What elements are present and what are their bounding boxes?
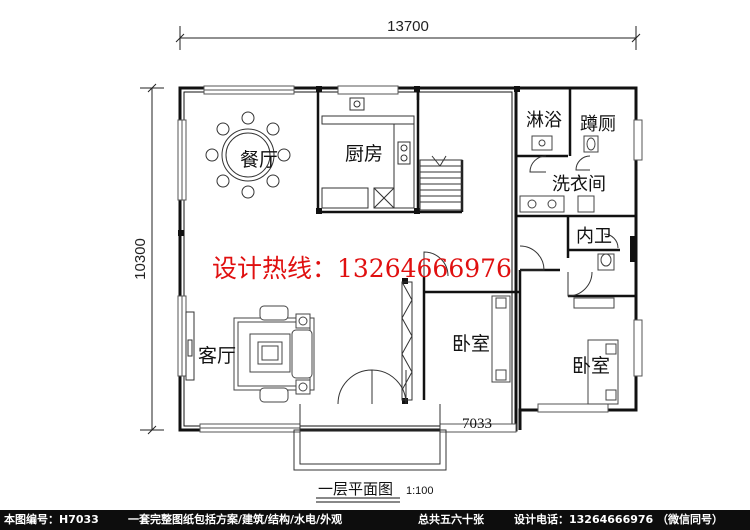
room-label-laundry: 洗衣间 <box>552 174 606 195</box>
tv-cabinet <box>185 311 195 381</box>
bathroom-fixtures <box>519 135 615 309</box>
room-label-inner-bath: 内卫 <box>576 226 612 247</box>
glass-partition <box>401 281 413 401</box>
room-label-bedroom-2: 卧室 <box>572 355 610 377</box>
entrance-porch <box>293 369 447 471</box>
room-label-toilet: 蹲厕 <box>580 114 616 135</box>
plan-title: 一层平面图 <box>318 480 393 498</box>
footer-includes: 一套完整图纸包括方案/建筑/结构/水电/外观 <box>128 513 343 526</box>
footer-plan-number: 本图编号：H7033 <box>4 513 99 526</box>
floor-plan-drawing: 13700 10300 <box>132 18 643 503</box>
height-dimension-label: 10300 <box>132 238 149 280</box>
room-label-dining: 餐厅 <box>240 149 278 171</box>
room-label-kitchen: 厨房 <box>345 143 383 165</box>
plan-title-underline <box>316 497 400 503</box>
width-dimension-label: 13700 <box>387 18 429 35</box>
partition-columns <box>178 86 636 404</box>
hotline-watermark: 设计热线：13264666976 <box>212 254 512 283</box>
footer-phone: 设计电话：13264666976 （微信同号） <box>514 513 724 526</box>
footer-bar: 本图编号：H7033 一套完整图纸包括方案/建筑/结构/水电/外观 总共五六十张… <box>0 510 750 530</box>
room-label-living: 客厅 <box>198 345 236 367</box>
windows <box>177 85 643 433</box>
staircase <box>419 155 463 211</box>
footer-total: 总共五六十张 <box>418 513 484 526</box>
room-label-bedroom-1: 卧室 <box>452 333 490 355</box>
dining-table <box>205 111 291 199</box>
interior-doors <box>423 155 619 297</box>
kitchen-counters <box>321 97 415 209</box>
living-room-sofa-set <box>233 305 315 403</box>
interior-walls <box>316 88 636 410</box>
plan-code: 7033 <box>462 416 492 432</box>
dimension-left <box>140 83 164 435</box>
beds <box>491 295 619 405</box>
room-label-shower: 淋浴 <box>526 110 562 131</box>
dimension-top <box>175 26 641 50</box>
plan-scale: 1:100 <box>406 485 434 497</box>
